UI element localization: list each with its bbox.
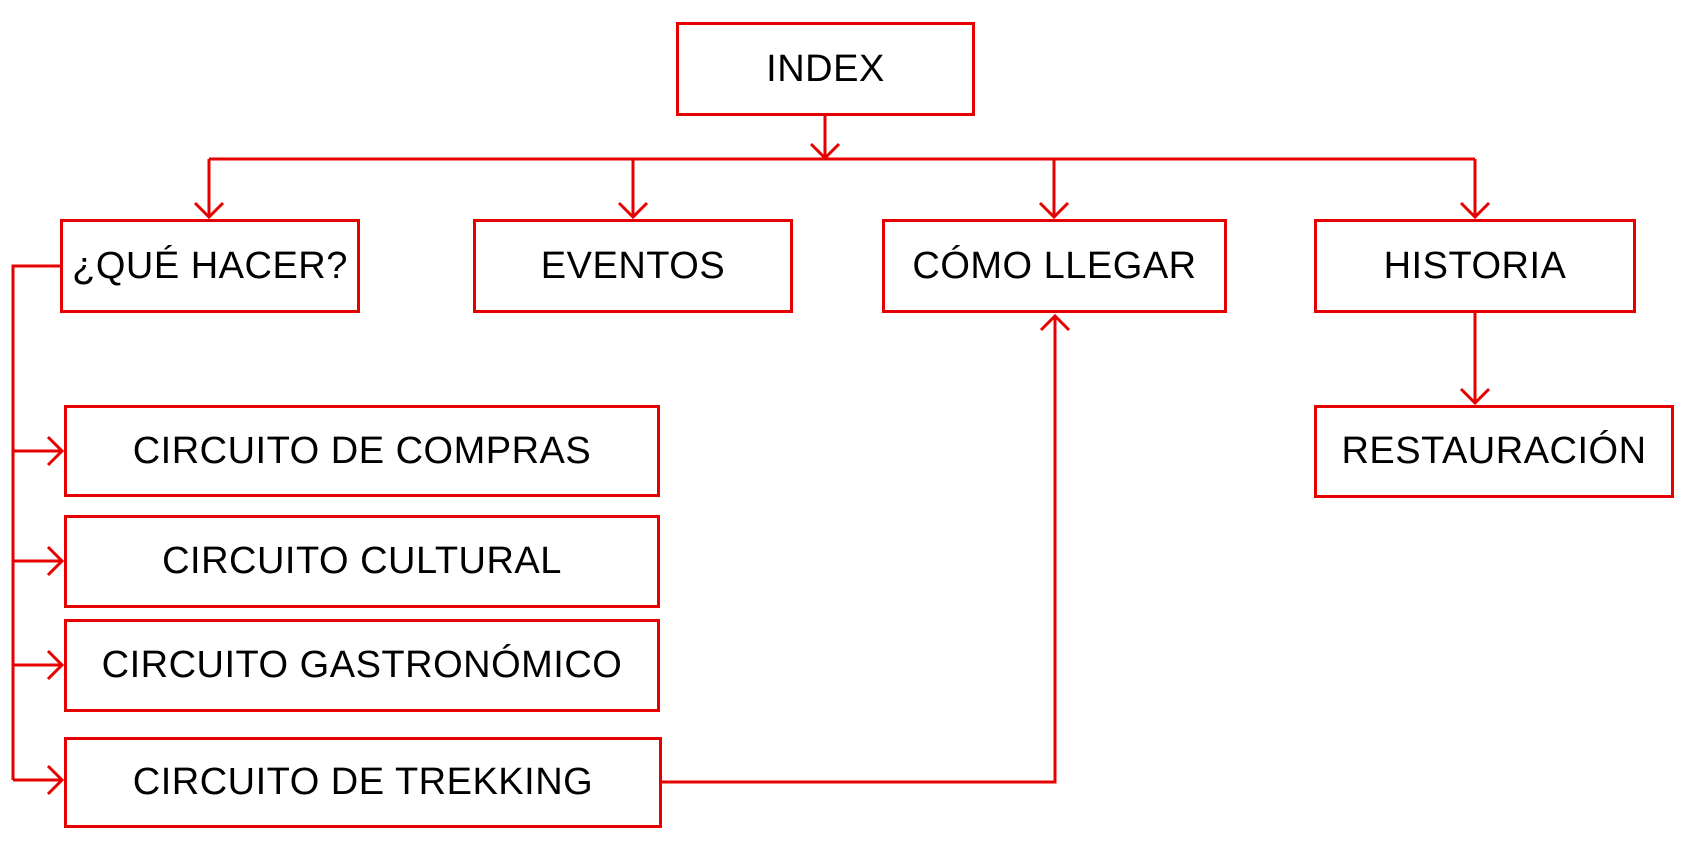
node-index-label: INDEX bbox=[766, 47, 885, 90]
node-circuito-de-compras: CIRCUITO DE COMPRAS bbox=[64, 405, 660, 497]
edge-branch-cultural-arrow bbox=[13, 545, 65, 577]
edge-historia-to-restauracion-arrow bbox=[1459, 313, 1491, 406]
node-que-hacer-label: ¿QUÉ HACER? bbox=[72, 244, 348, 287]
node-circuito-de-compras-label: CIRCUITO DE COMPRAS bbox=[132, 429, 592, 472]
edge-index-stem-arrow bbox=[809, 116, 841, 161]
node-circuito-gastronomico: CIRCUITO GASTRONÓMICO bbox=[64, 619, 660, 712]
node-historia-label: HISTORIA bbox=[1383, 244, 1567, 287]
node-circuito-de-trekking: CIRCUITO DE TREKKING bbox=[64, 737, 662, 828]
edge-branch-compras-arrow bbox=[13, 435, 65, 467]
node-index: INDEX bbox=[676, 22, 975, 116]
edge-branch-gastronomico-arrow bbox=[13, 649, 65, 681]
edge-trekking-to-como-llegar-arrow bbox=[662, 313, 1071, 784]
node-circuito-cultural-label: CIRCUITO CULTURAL bbox=[162, 540, 562, 582]
edge-drop-que-hacer-arrow bbox=[193, 159, 225, 220]
edge-drop-como-llegar-arrow bbox=[1038, 159, 1070, 220]
edge-branch-trekking-arrow bbox=[13, 764, 65, 796]
node-circuito-cultural: CIRCUITO CULTURAL bbox=[64, 515, 660, 608]
node-eventos-label: EVENTOS bbox=[540, 244, 726, 287]
node-eventos: EVENTOS bbox=[473, 219, 793, 313]
node-restauracion: RESTAURACIÓN bbox=[1314, 405, 1674, 498]
node-que-hacer: ¿QUÉ HACER? bbox=[60, 219, 360, 313]
node-historia: HISTORIA bbox=[1314, 219, 1636, 313]
node-circuito-gastronomico-label: CIRCUITO GASTRONÓMICO bbox=[101, 644, 623, 686]
node-restauracion-label: RESTAURACIÓN bbox=[1341, 430, 1647, 472]
node-circuito-de-trekking-label: CIRCUITO DE TREKKING bbox=[132, 761, 594, 803]
edge-que-hacer-spine bbox=[11, 264, 60, 780]
edge-drop-eventos-arrow bbox=[617, 159, 649, 220]
edge-drop-historia-arrow bbox=[1459, 159, 1491, 220]
node-como-llegar: CÓMO LLEGAR bbox=[882, 219, 1227, 313]
node-como-llegar-label: CÓMO LLEGAR bbox=[912, 244, 1197, 287]
